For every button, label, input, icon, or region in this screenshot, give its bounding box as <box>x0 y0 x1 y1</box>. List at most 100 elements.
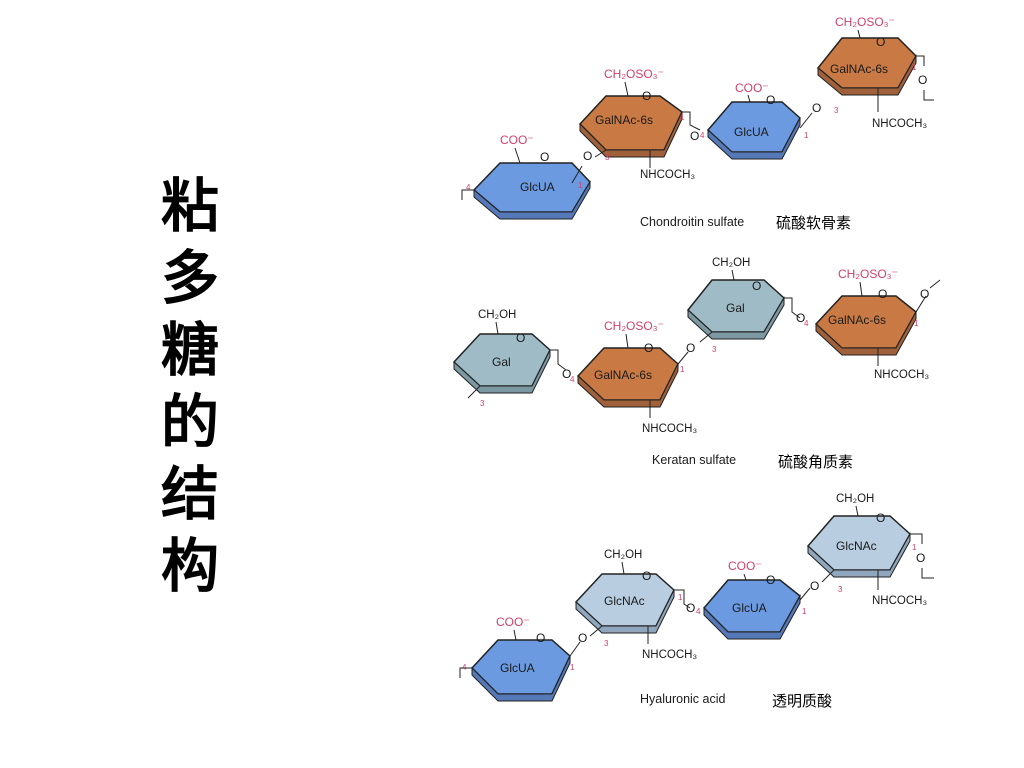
position-label: 4 <box>696 607 701 616</box>
galnac-6s-ring: GalNAc-6s CH₂OSO₃⁻ O O 3 NHCOCH₃ 1 <box>578 67 701 181</box>
ring-label: GalNAc-6s <box>828 313 886 327</box>
ring-oxygen: O <box>516 331 525 345</box>
ring-oxygen: O <box>876 35 885 49</box>
position-label: 1 <box>914 319 919 328</box>
ch2oso3-label: CH₂OSO₃⁻ <box>835 15 895 29</box>
structure-name-en: Keratan sulfate <box>652 453 736 467</box>
ch2oh-label: CH₂OH <box>836 493 874 505</box>
position-label: 3 <box>838 585 843 594</box>
coo-label: COO⁻ <box>728 559 762 573</box>
ring-label: GlcUA <box>734 125 769 139</box>
glycosidic-oxygen: O <box>796 311 805 325</box>
ch2oh-label: CH₂OH <box>712 257 750 269</box>
title-char: 多 <box>160 244 219 312</box>
ring-oxygen: O <box>878 287 887 301</box>
structure-name-zh: 硫酸角质素 <box>778 453 853 471</box>
glcua-ring: GlcUA COO⁻ O 4 1 O <box>459 615 587 702</box>
title-char: 粘 <box>160 172 219 240</box>
ch2oh-label: CH₂OH <box>604 549 642 561</box>
glcua-ring: GlcUA COO⁻ O O 4 1 O <box>686 559 819 640</box>
ring-label: GalNAc-6s <box>594 368 652 382</box>
position-label: 1 <box>578 181 583 190</box>
ring-oxygen: O <box>536 631 545 645</box>
ring-oxygen: O <box>876 511 885 525</box>
page-title: 粘 多 糖 的 结 构 <box>150 170 230 602</box>
glycosidic-oxygen: O <box>686 341 695 355</box>
ch2oso3-label: CH₂OSO₃⁻ <box>604 319 664 333</box>
position-label: 1 <box>912 63 917 72</box>
ring-label: Gal <box>492 355 511 369</box>
position-label: 1 <box>570 663 575 672</box>
glycosidic-oxygen: O <box>812 101 821 115</box>
chondroitin-sulfate-structure: GlcUA COO⁻ O 4 1 GalNAc-6s CH₂OSO₃⁻ O O … <box>461 15 934 232</box>
ring-oxygen: O <box>766 573 775 587</box>
position-label: 1 <box>680 113 685 122</box>
glycosidic-oxygen: O <box>810 579 819 593</box>
position-label: 4 <box>804 319 809 328</box>
structure-name-en: Hyaluronic acid <box>640 692 726 706</box>
glcua-ring: GlcUA COO⁻ O O 4 1 <box>690 81 813 160</box>
gal-ring: Gal CH₂OH O 3 <box>452 309 567 408</box>
glycosidic-oxygen: O <box>920 287 929 301</box>
glycosidic-oxygen: O <box>690 129 699 143</box>
position-label: 3 <box>834 106 839 115</box>
hyaluronic-acid-structure: GlcUA COO⁻ O 4 1 O GlcNAc CH₂OH O 3 NHCO… <box>459 493 934 710</box>
coo-label: COO⁻ <box>496 615 530 629</box>
gal-ring: Gal CH₂OH O 3 <box>686 257 801 354</box>
glcnac-ring: GlcNAc CH₂OH O 3 NHCOCH₃ 1 <box>574 549 697 661</box>
galnac-6s-ring: GalNAc-6s CH₂OSO₃⁻ O O 4 NHCOCH₃ 1 O <box>796 267 941 381</box>
glcua-ring: GlcUA COO⁻ O 4 1 <box>461 133 591 220</box>
ring-oxygen: O <box>766 93 775 107</box>
ring-label: GalNAc-6s <box>595 113 653 127</box>
position-label: 4 <box>466 183 471 192</box>
nhcoch3-label: NHCOCH₃ <box>872 118 927 130</box>
nhcoch3-label: NHCOCH₃ <box>872 595 927 607</box>
position-label: 4 <box>570 375 575 384</box>
coo-label: COO⁻ <box>500 133 534 147</box>
position-label: 1 <box>680 365 685 374</box>
title-char: 的 <box>160 388 219 456</box>
ring-oxygen: O <box>642 89 651 103</box>
ch2oso3-label: CH₂OSO₃⁻ <box>604 67 664 81</box>
glcnac-ring: GlcNAc CH₂OH O 3 NHCOCH₃ 1 O <box>806 493 934 607</box>
keratan-sulfate-structure: Gal CH₂OH O 3 GalNAc-6s CH₂OSO₃⁻ O O 4 N… <box>452 257 941 471</box>
title-char: 构 <box>160 532 219 600</box>
glycosidic-oxygen: O <box>686 601 695 615</box>
ring-label: GlcUA <box>732 601 767 615</box>
ring-label: Gal <box>726 301 745 315</box>
nhcoch3-label: NHCOCH₃ <box>874 369 929 381</box>
position-label: 1 <box>678 593 683 602</box>
ring-label: GlcNAc <box>836 539 877 553</box>
position-label: 4 <box>700 131 705 140</box>
ring-label: GlcNAc <box>604 594 645 608</box>
ch2oh-label: CH₂OH <box>478 309 516 321</box>
ch2oso3-label: CH₂OSO₃⁻ <box>838 267 898 281</box>
coo-label: COO⁻ <box>735 81 769 95</box>
glycosidic-oxygen: O <box>562 367 571 381</box>
position-label: 3 <box>480 399 485 408</box>
structure-name-en: Chondroitin sulfate <box>640 215 744 229</box>
glycosidic-oxygen: O <box>916 551 925 565</box>
ring-oxygen: O <box>540 150 549 164</box>
position-label: 1 <box>802 607 807 616</box>
structure-name-zh: 透明质酸 <box>772 692 832 710</box>
glycosidic-oxygen: O <box>578 631 587 645</box>
position-label: 3 <box>712 345 717 354</box>
nhcoch3-label: NHCOCH₃ <box>642 649 697 661</box>
glycosidic-oxygen: O <box>918 73 927 87</box>
position-label: 1 <box>912 543 917 552</box>
galnac-6s-ring: GalNAc-6s CH₂OSO₃⁻ O O 3 NHCOCH₃ 1 O <box>812 15 934 130</box>
ring-label: GlcUA <box>500 661 535 675</box>
title-char: 糖 <box>160 316 219 384</box>
glycosidic-oxygen: O <box>583 149 592 163</box>
ring-oxygen: O <box>644 341 653 355</box>
structure-name-zh: 硫酸软骨素 <box>776 214 851 232</box>
ring-oxygen: O <box>642 569 651 583</box>
ring-label: GalNAc-6s <box>830 62 888 76</box>
ring-label: GlcUA <box>520 180 555 194</box>
position-label: 3 <box>605 153 610 162</box>
title-char: 结 <box>160 460 219 528</box>
galnac-6s-ring: GalNAc-6s CH₂OSO₃⁻ O O 4 NHCOCH₃ 1 O <box>562 319 697 435</box>
nhcoch3-label: NHCOCH₃ <box>640 169 695 181</box>
